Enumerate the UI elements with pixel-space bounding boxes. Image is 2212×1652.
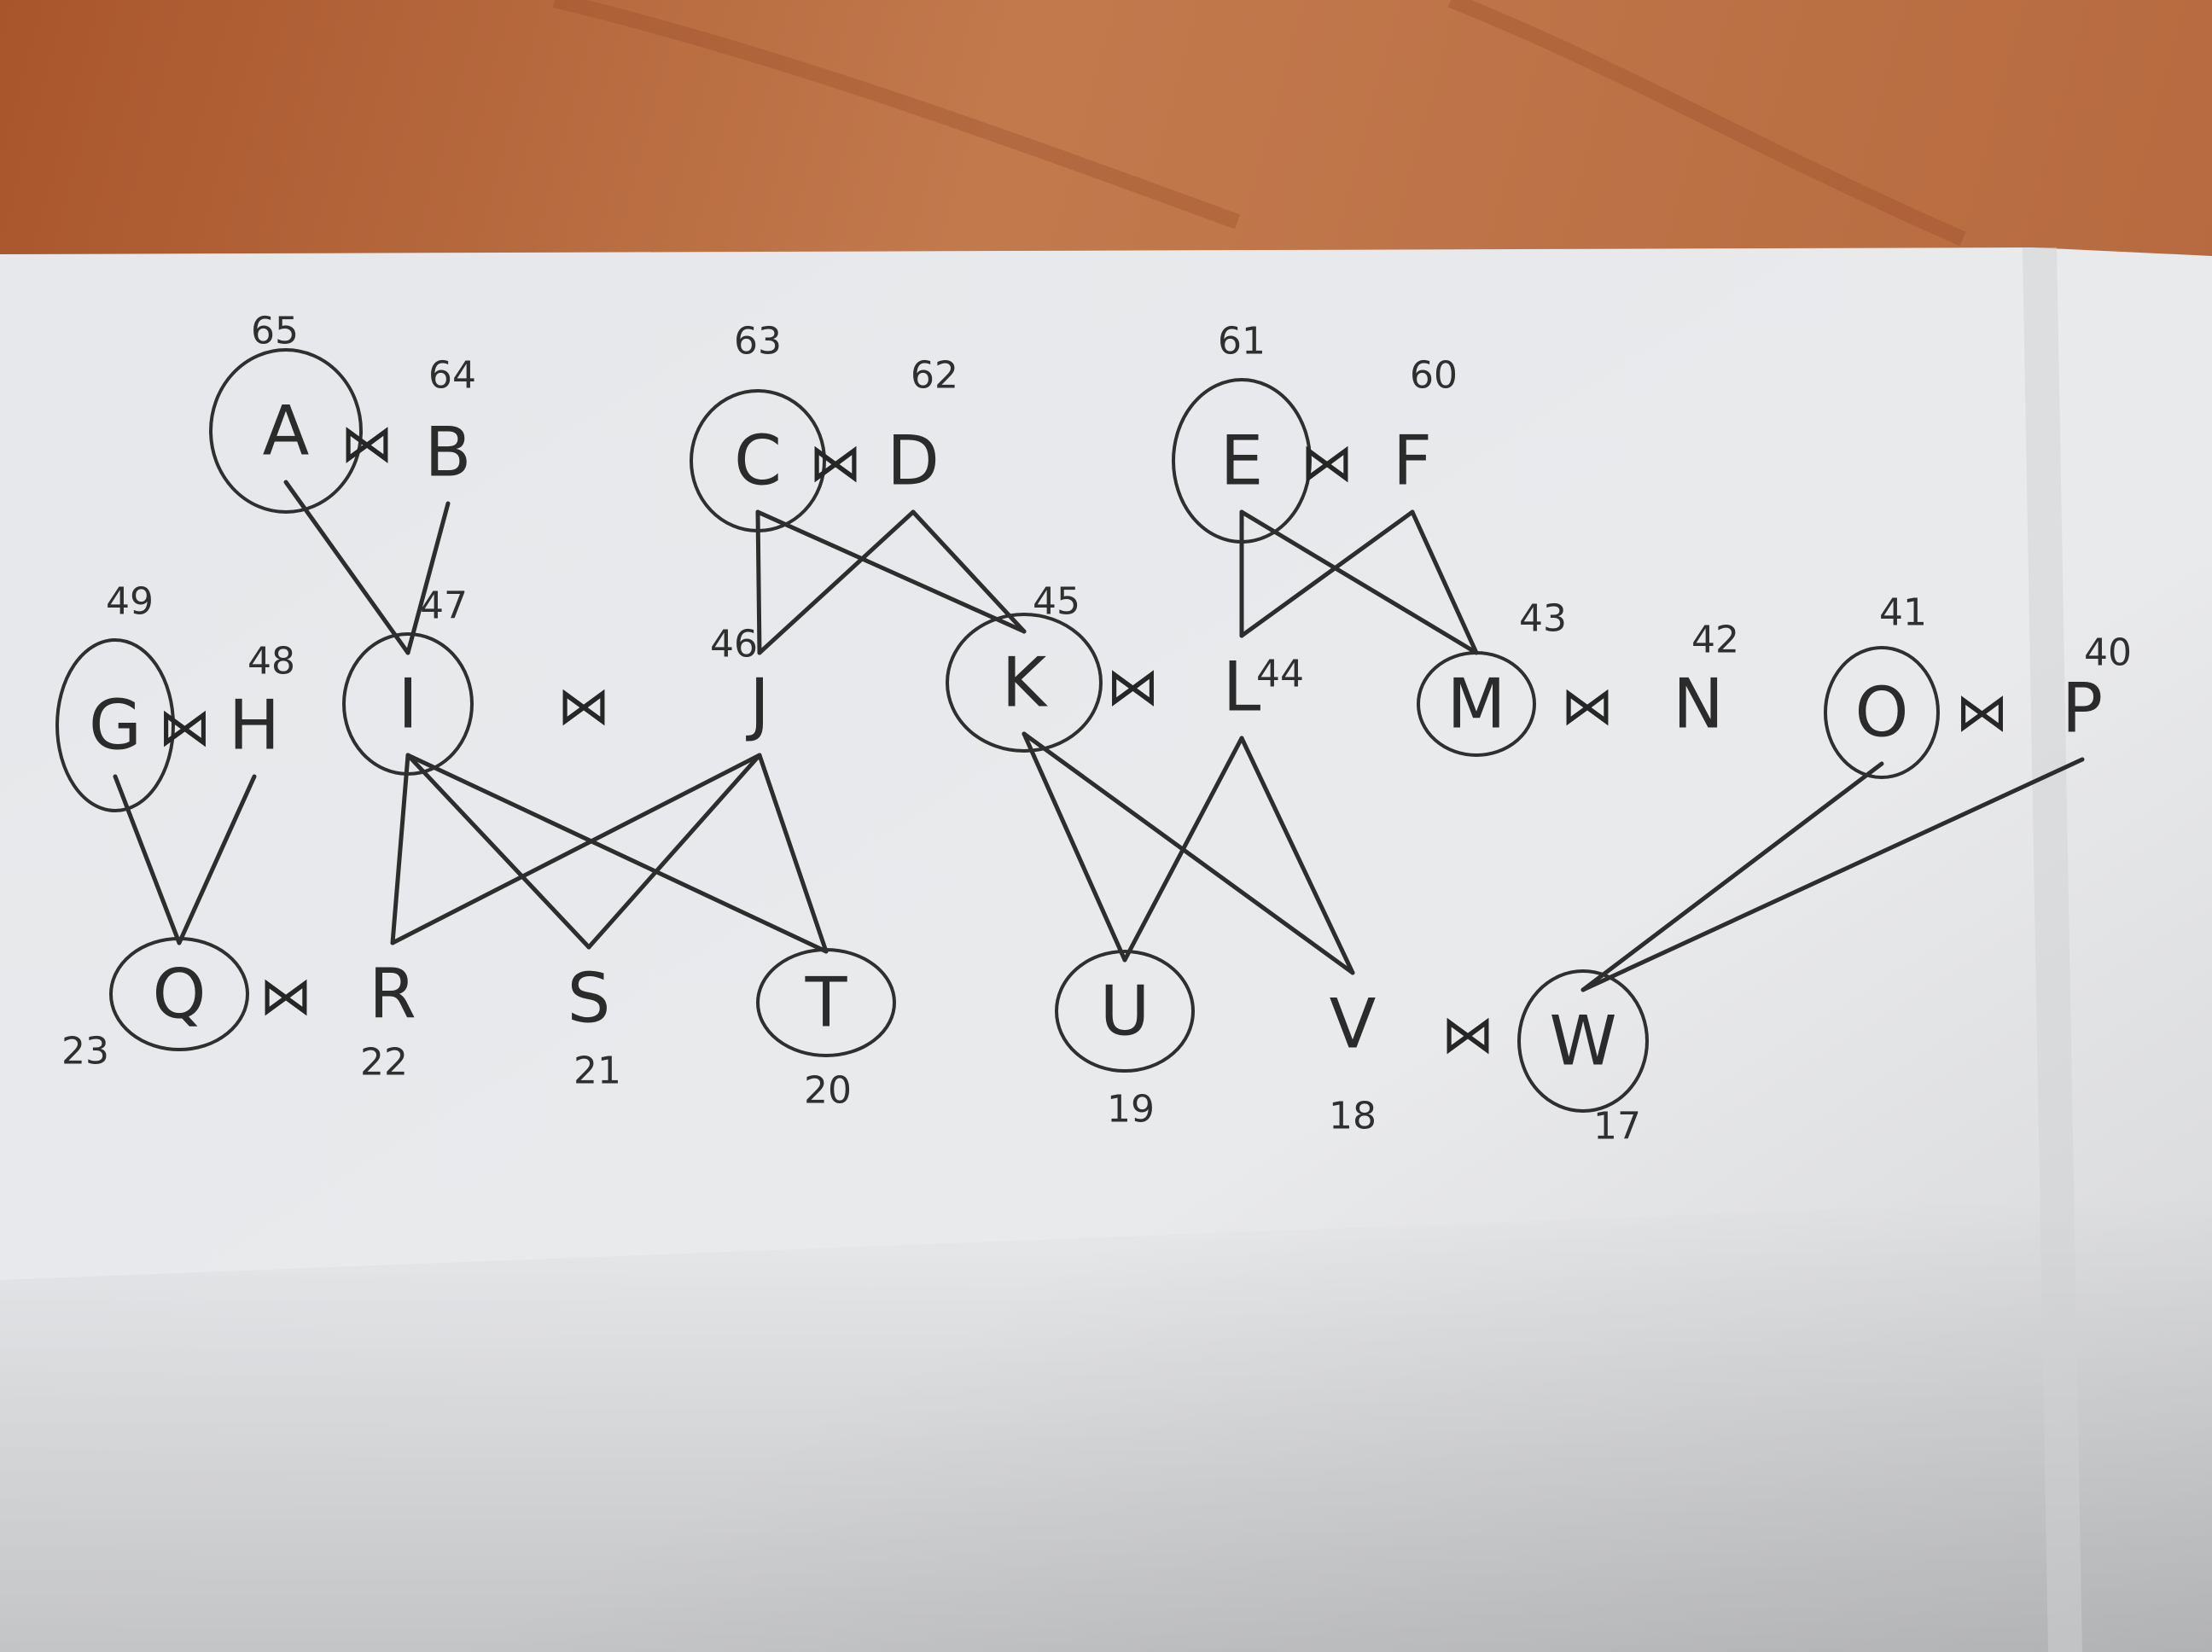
node-s-label: S [568,959,611,1038]
node-t-circle [756,948,896,1057]
node-o-label: O [1855,673,1909,753]
node-a-circle [209,348,363,514]
node-r-number: 22 [360,1041,408,1085]
node-v-label: V [1330,985,1377,1064]
joins-layer: ⋈ ⋈ ⋈ ⋈ ⋈ ⋈ ⋈ ⋈ ⋈ ⋈ [159,412,2009,1066]
edge-l-u [1122,736,1244,963]
node-s-number: 21 [573,1050,621,1093]
node-j-label: J [745,665,770,744]
edge-l-v [1239,736,1355,975]
edge-o-w [1580,761,1884,992]
node-l-number: 44 [1256,653,1304,696]
join-symbol-v-w: ⋈ [1441,1003,1494,1066]
join-symbol-a-b: ⋈ [341,412,393,474]
join-symbol-o-p: ⋈ [1956,681,2009,743]
node-e-label: E [1220,422,1264,501]
node-m-number: 43 [1519,597,1567,641]
node-g-circle [55,638,175,812]
node-w-number: 17 [1593,1105,1641,1149]
edge-h-q [177,774,257,945]
join-symbol-i-j: ⋈ [557,675,610,737]
join-symbol-q-r: ⋈ [259,965,312,1027]
node-b-label: B [425,413,472,492]
node-m-circle [1417,651,1536,757]
node-d-number: 62 [911,354,958,398]
node-u-label: U [1100,972,1150,1051]
edge-k-u [1022,731,1127,963]
node-w-label: W [1549,1002,1616,1081]
node-d-label: D [887,422,940,501]
edge-p-w [1580,757,2085,992]
node-c-number: 63 [734,320,782,364]
node-e-number: 61 [1218,320,1266,364]
node-i-label: I [398,665,418,744]
join-symbol-m-n: ⋈ [1561,675,1614,737]
node-m-label: M [1447,665,1505,744]
node-w-circle [1517,969,1649,1113]
node-o-number: 41 [1879,591,1927,635]
node-p-number: 40 [2084,631,2132,675]
join-symbol-k-l: ⋈ [1107,655,1160,718]
join-symbol-c-d: ⋈ [809,432,862,494]
edge-d-k [911,509,1027,634]
node-h-label: H [229,686,280,765]
edge-i-r [390,753,410,945]
node-v-number: 18 [1329,1095,1377,1138]
node-l-label: L [1223,648,1261,727]
node-k-label: K [1002,643,1049,723]
node-c-label: C [734,422,782,501]
node-g-label: G [89,686,142,765]
edges-layer [113,480,2085,992]
edge-c-k [755,509,1027,634]
node-o-circle [1824,646,1940,779]
node-r-label: R [369,955,416,1034]
edge-f-m [1410,509,1479,655]
node-b-number: 64 [428,354,476,398]
node-e-circle [1172,378,1312,544]
edge-b-i [405,501,451,655]
edge-i-s [405,753,591,950]
edge-d-j [757,509,916,655]
node-n-number: 42 [1691,619,1739,662]
node-h-number: 48 [247,640,295,683]
node-g-number: 49 [106,580,154,624]
wood-grain [552,0,1966,247]
node-k-circle [946,613,1103,753]
node-p-label: P [2062,669,2103,748]
node-c-circle [690,389,826,532]
node-a-number: 65 [251,310,299,353]
node-a-label: A [263,392,310,471]
node-t-number: 20 [804,1069,852,1113]
edge-j-r [390,753,762,945]
node-f-label: F [1393,422,1432,501]
node-i-number: 47 [420,585,468,628]
node-u-circle [1055,950,1195,1073]
node-q-label: Q [153,955,207,1034]
edge-f-l [1239,509,1415,638]
node-u-number: 19 [1107,1088,1155,1131]
node-f-number: 60 [1410,354,1458,398]
node-t-label: T [805,963,848,1043]
edge-j-s [586,753,762,950]
edge-k-v [1022,731,1355,975]
node-q-number: 23 [61,1030,109,1073]
paper-fold-crease [2023,247,2082,1652]
edge-g-q [113,774,182,945]
circles-layer [55,348,1940,1113]
node-i-circle [342,632,474,776]
node-k-number: 45 [1033,580,1080,624]
edge-j-t [757,753,829,954]
node-q-circle [109,937,249,1051]
paper-shadow [0,1195,2212,1652]
edge-i-t [405,753,829,954]
edge-e-m [1239,509,1479,655]
node-j-number: 46 [710,623,758,666]
node-n-label: N [1673,665,1724,744]
edge-c-j [755,509,762,655]
join-symbol-e-f: ⋈ [1301,432,1353,494]
join-symbol-g-h: ⋈ [159,696,212,759]
